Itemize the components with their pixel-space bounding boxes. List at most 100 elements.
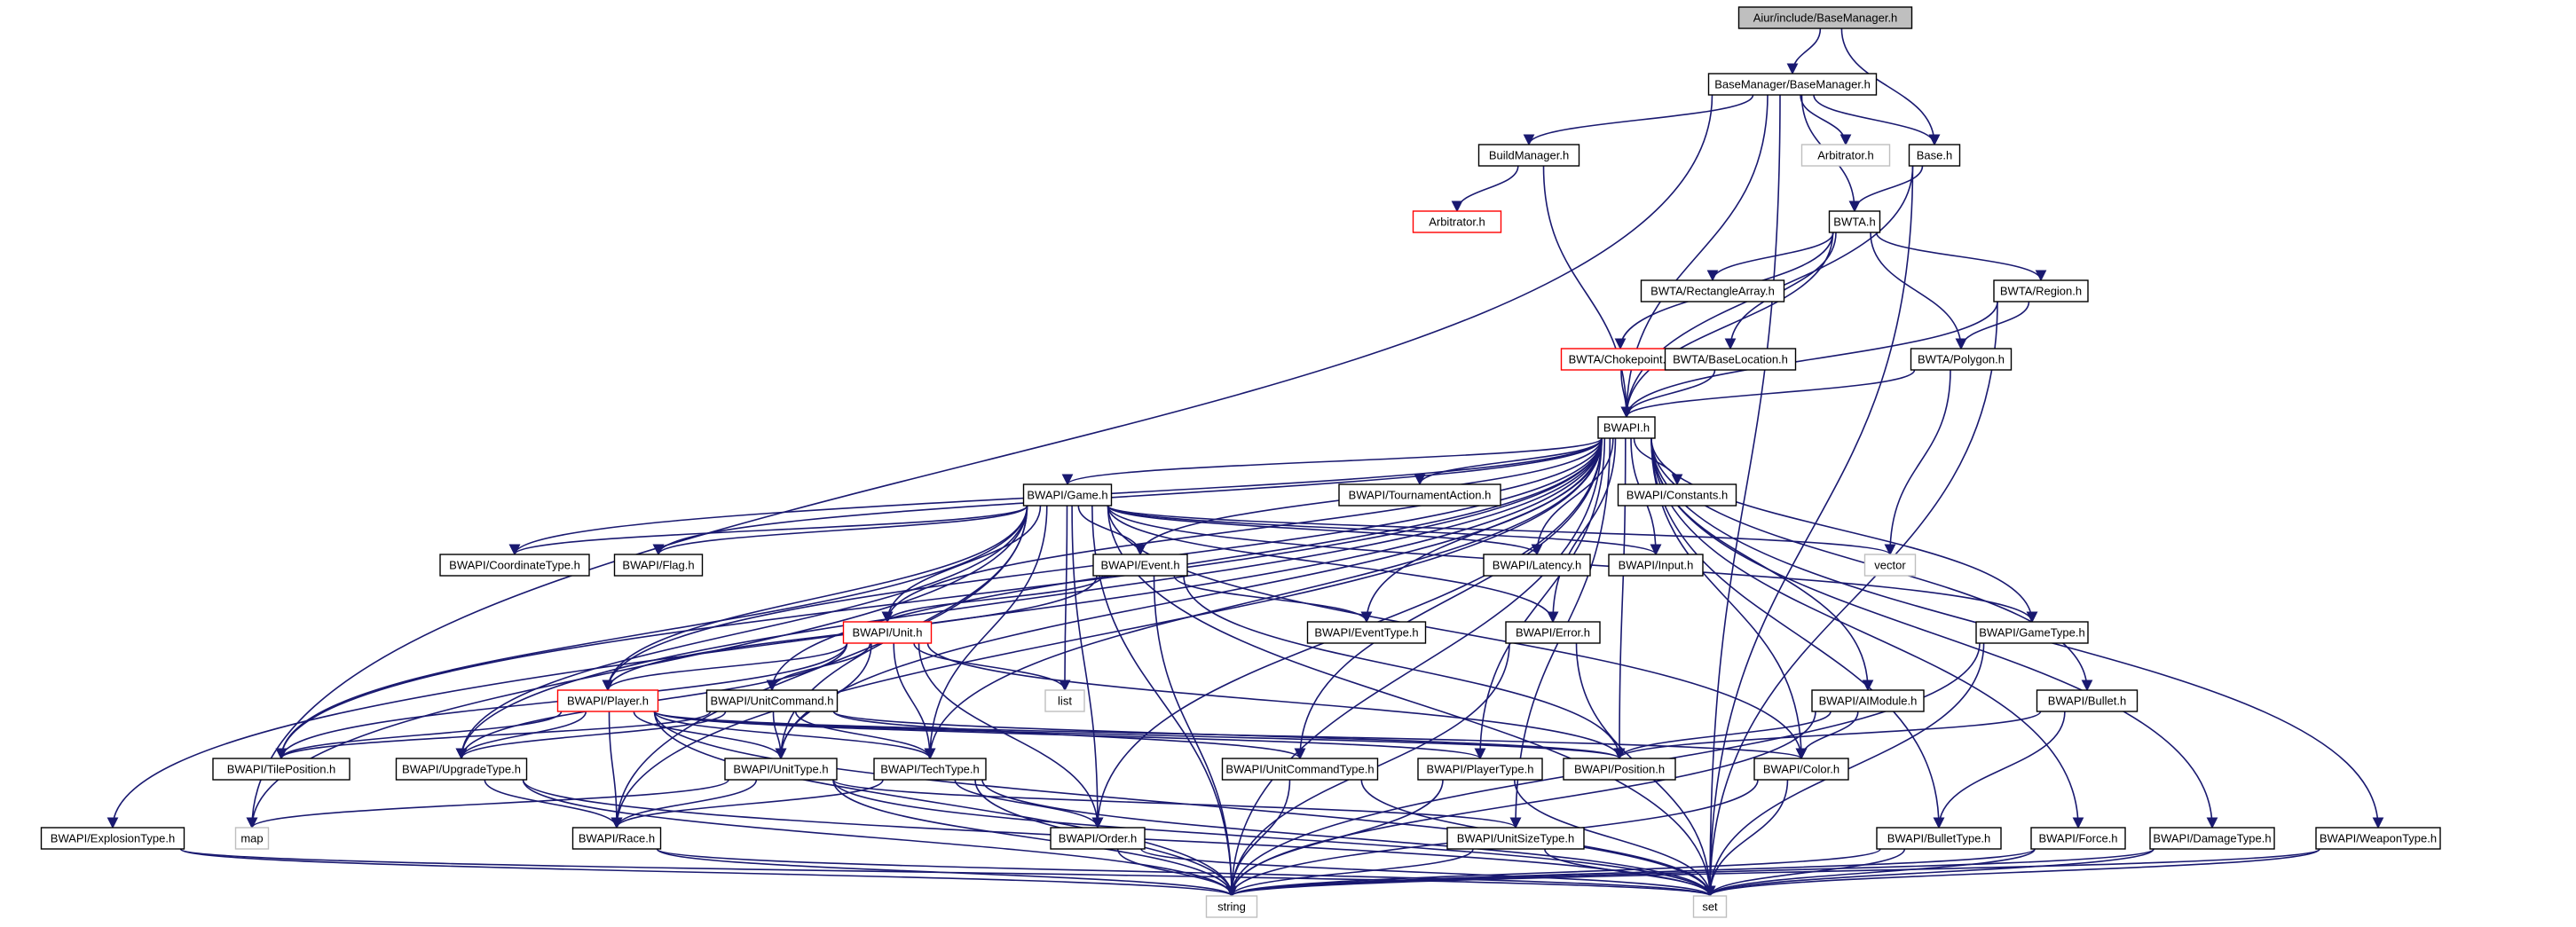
node-label-unittype: BWAPI/UnitType.h [733,762,828,775]
node-label-string: string [1217,900,1246,913]
node-box-baseloc [1664,348,1797,371]
node-race[interactable]: BWAPI/Race.h [571,827,662,850]
edge-base-to-set [1704,165,1914,898]
node-player[interactable]: BWAPI/Player.h [556,689,659,712]
node-label-ucmdtype: BWAPI/UnitCommandType.h [1225,762,1374,775]
node-chokepoint[interactable]: BWTA/Chokepoint.h [1560,348,1681,371]
node-bwapi[interactable]: BWAPI.h [1597,416,1656,439]
node-label-vector: vector [1874,558,1906,571]
node-eventtype[interactable]: BWAPI/EventType.h [1306,621,1427,644]
node-polygon[interactable]: BWTA/Polygon.h [1910,348,2013,371]
node-set: set [1692,895,1728,918]
edge-polygon-to-vector [1884,369,1951,556]
edge-player-to-techtype [653,711,936,760]
node-arb_gray: Arbitrator.h [1800,144,1891,167]
node-force[interactable]: BWAPI/Force.h [2030,827,2126,850]
node-constants[interactable]: BWAPI/Constants.h [1617,483,1737,507]
node-box-set [1692,895,1728,918]
node-region[interactable]: BWTA/Region.h [1993,279,2089,302]
node-box-unitcommand [705,689,839,712]
node-bullettype[interactable]: BWAPI/BulletType.h [1876,827,2002,850]
edge-weapontype-to-set [1704,848,2320,898]
node-explosion[interactable]: BWAPI/ExplosionType.h [40,827,185,850]
edge-bwapi-to-tourn [1414,437,1603,486]
edge-game-to-error [1107,505,1559,624]
node-base[interactable]: Base.h [1908,144,1961,167]
node-label-root: Aiur/include/BaseManager.h [1753,11,1898,24]
node-label-event: BWAPI/Event.h [1100,558,1179,571]
edge-bwta-to-rectarray [1706,232,1834,282]
node-rectarray[interactable]: BWTA/RectangleArray.h [1640,279,1785,302]
node-bwta[interactable]: BWTA.h [1828,210,1881,233]
node-label-gametype: BWAPI/GameType.h [1979,625,2084,639]
node-label-error: BWAPI/Error.h [1516,625,1590,639]
edge-bm_bm-to-map [246,94,1713,829]
node-label-constants: BWAPI/Constants.h [1627,488,1728,501]
node-box-list [1044,689,1085,712]
node-box-unittype [724,758,838,781]
edge-bwta-to-bwapi [1620,232,1834,419]
node-box-buildmgr [1477,144,1580,167]
node-bm_bm[interactable]: BaseManager/BaseManager.h [1707,73,1878,96]
edge-bwapi-to-ucmdtype [1294,437,1603,760]
node-arb_red[interactable]: Arbitrator.h [1412,210,1502,233]
node-unitcommand[interactable]: BWAPI/UnitCommand.h [705,689,839,712]
node-unitsize[interactable]: BWAPI/UnitSizeType.h [1446,827,1585,850]
edge-techtype-to-order [954,779,1104,829]
node-box-input [1608,554,1704,577]
edge-game-to-color [1107,505,1808,760]
node-box-constants [1617,483,1737,507]
node-buildmgr[interactable]: BuildManager.h [1477,144,1580,167]
node-order[interactable]: BWAPI/Order.h [1050,827,1146,850]
node-techtype[interactable]: BWAPI/TechType.h [873,758,987,781]
node-box-flag [613,554,704,577]
edge-player-to-upgradetype [455,711,587,760]
edge-unittype-to-unitsize [832,779,1522,829]
edge-bullet-to-position [1613,711,2042,760]
edge-color-to-set [1704,779,1789,898]
edge-bm_bm-to-buildmgr [1523,94,1754,146]
edge-bwapi-to-damagetype [1650,437,2218,829]
node-ucmdtype[interactable]: BWAPI/UnitCommandType.h [1221,758,1379,781]
node-game[interactable]: BWAPI/Game.h [1022,483,1113,507]
node-box-weapontype [2315,827,2441,850]
node-damagetype[interactable]: BWAPI/DamageType.h [2149,827,2275,850]
node-bullet[interactable]: BWAPI/Bullet.h [2036,689,2139,712]
node-playertype[interactable]: BWAPI/PlayerType.h [1417,758,1543,781]
node-weapontype[interactable]: BWAPI/WeaponType.h [2315,827,2441,850]
edge-damagetype-to-set [1704,848,2155,898]
node-upgradetype[interactable]: BWAPI/UpgradeType.h [395,758,528,781]
edge-bm_bm-to-base [1813,94,1941,146]
node-box-error [1505,621,1601,644]
edge-bwapi-to-force [1650,437,2084,829]
node-label-bwapi: BWAPI.h [1603,420,1650,434]
node-tourn[interactable]: BWAPI/TournamentAction.h [1338,483,1501,507]
node-map: map [234,827,270,850]
edge-upgradetype-to-string [522,779,1238,898]
node-latency[interactable]: BWAPI/Latency.h [1483,554,1591,577]
node-box-order [1050,827,1146,850]
node-gametype[interactable]: BWAPI/GameType.h [1975,621,2089,644]
node-root[interactable]: Aiur/include/BaseManager.h [1737,6,1913,29]
node-unit[interactable]: BWAPI/Unit.h [842,621,933,644]
node-label-bwta: BWTA.h [1833,215,1875,228]
node-label-region: BWTA/Region.h [2000,284,2082,297]
node-baseloc[interactable]: BWTA/BaseLocation.h [1664,348,1797,371]
node-flag[interactable]: BWAPI/Flag.h [613,554,704,577]
node-input[interactable]: BWAPI/Input.h [1608,554,1704,577]
edge-unitcommand-to-upgradetype [455,711,727,760]
edge-bwapi-to-tilepos [275,437,1603,760]
node-color[interactable]: BWAPI/Color.h [1753,758,1849,781]
node-label-race: BWAPI/Race.h [579,831,655,845]
node-position[interactable]: BWAPI/Position.h [1563,758,1676,781]
node-tilepos[interactable]: BWAPI/TilePosition.h [212,758,351,781]
node-label-flag: BWAPI/Flag.h [622,558,694,571]
node-event[interactable]: BWAPI/Event.h [1092,554,1188,577]
edge-region-to-set [1704,301,1998,898]
node-unittype[interactable]: BWAPI/UnitType.h [724,758,838,781]
edge-race-to-string [656,848,1238,898]
node-aimodule[interactable]: BWAPI/AIModule.h [1811,689,1925,712]
node-coordtype[interactable]: BWAPI/CoordinateType.h [439,554,590,577]
node-label-unitcommand: BWAPI/UnitCommand.h [711,694,834,707]
node-error[interactable]: BWAPI/Error.h [1505,621,1601,644]
